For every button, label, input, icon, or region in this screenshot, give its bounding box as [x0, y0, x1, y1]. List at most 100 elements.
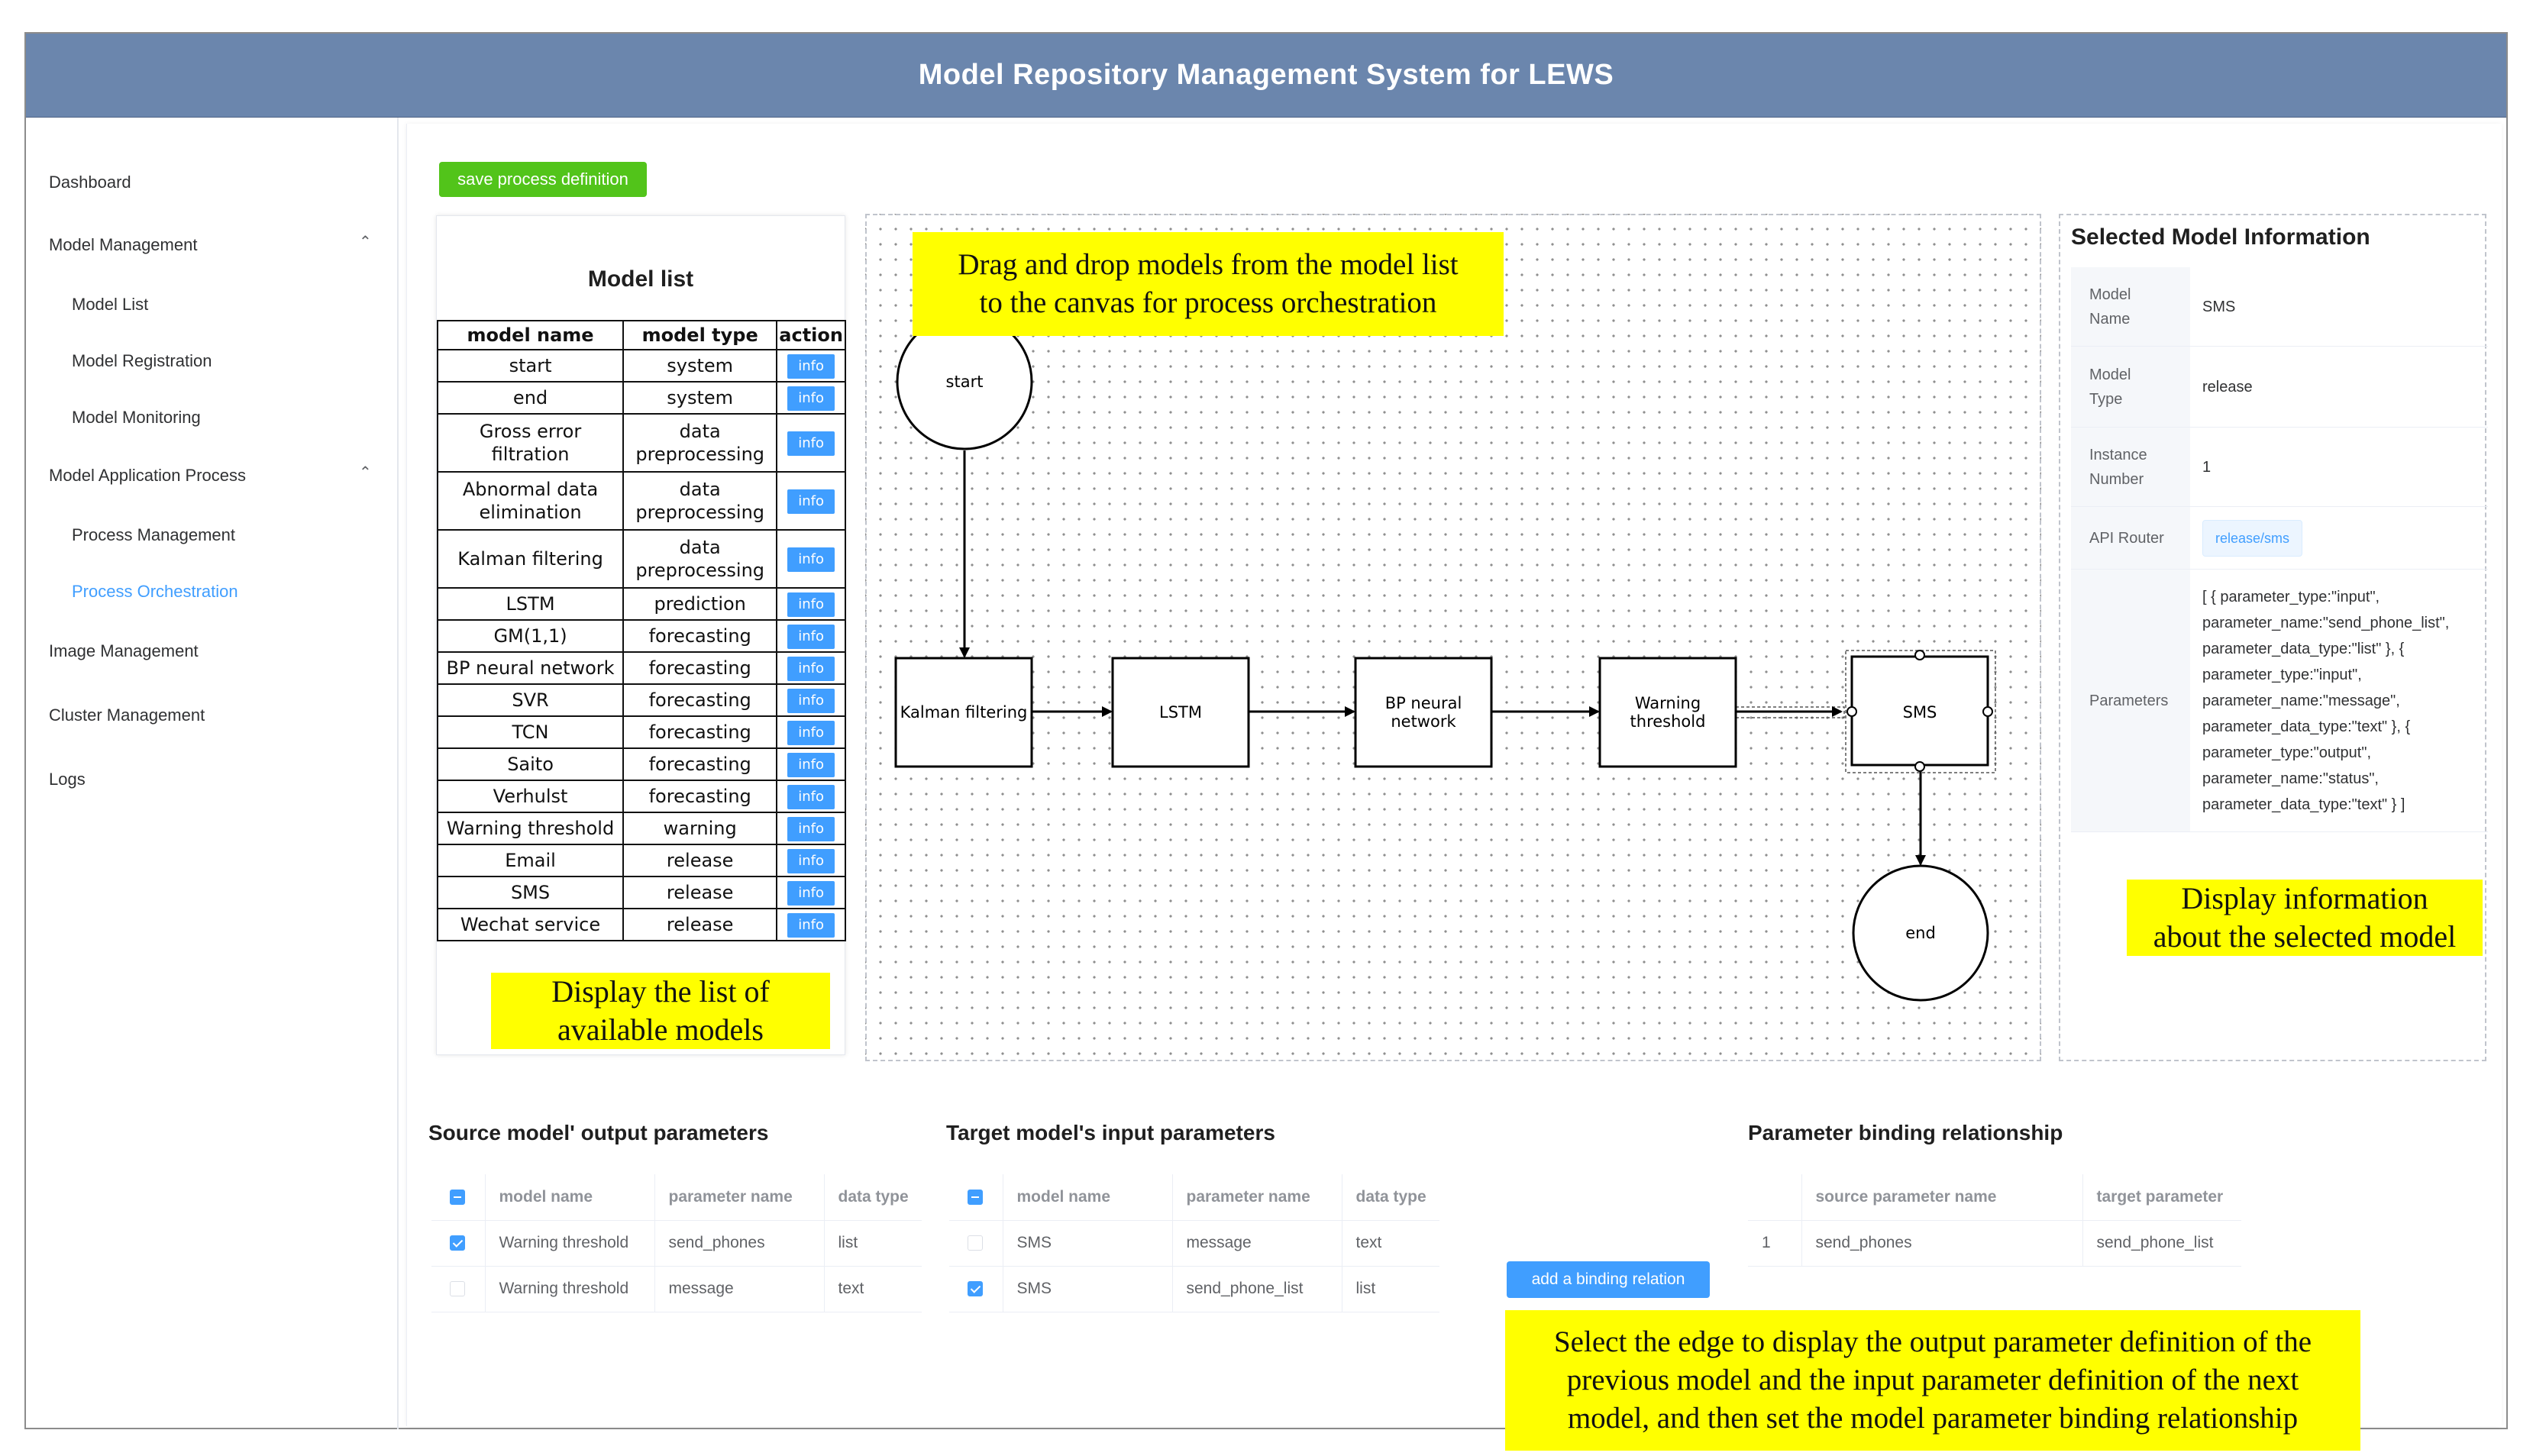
info-button[interactable]: info [787, 913, 835, 938]
model-list-title: Model list [587, 266, 694, 292]
port-top-handle[interactable] [1914, 650, 1925, 660]
info-button[interactable]: info [787, 592, 835, 617]
checkbox-cell [431, 1220, 485, 1267]
info-button[interactable]: info [787, 431, 835, 456]
sidebar-item-process-management[interactable]: Process Management [72, 525, 235, 544]
add-binding-relation-button[interactable]: add a binding relation [1507, 1261, 1710, 1298]
info-label: API Router [2071, 507, 2190, 569]
model-name-cell: SMS [436, 876, 625, 909]
annotation-line: Drag and drop models from the model list [958, 248, 1459, 281]
row-checkbox[interactable] [968, 1281, 983, 1297]
info-button[interactable]: info [787, 657, 835, 681]
row-checkbox[interactable] [968, 1235, 983, 1251]
info-button[interactable]: info [787, 721, 835, 745]
model-name-cell: LSTM [436, 587, 625, 621]
checkbox-cell [949, 1266, 1003, 1312]
info-button[interactable]: info [787, 817, 835, 841]
chevron-up-icon[interactable]: ⌃ [359, 234, 372, 250]
node-sms[interactable]: SMS [1845, 650, 1996, 773]
sidebar-item-model-application-process[interactable]: Model Application Process [49, 466, 247, 485]
sidebar-item-model-monitoring[interactable]: Model Monitoring [72, 408, 201, 427]
annotation-line: Display information [2181, 881, 2428, 915]
node-lstm[interactable]: LSTM [1111, 657, 1250, 768]
sidebar-item-process-orchestration[interactable]: Process Orchestration [72, 582, 238, 601]
sidebar-item-model-registration[interactable]: Model Registration [72, 351, 212, 370]
info-button[interactable]: info [787, 753, 835, 777]
row-checkbox[interactable] [450, 1235, 465, 1251]
annotation-line: previous model and the input parameter d… [1566, 1364, 2299, 1396]
select-all-checkbox[interactable] [450, 1190, 465, 1206]
model-name-cell: Warning threshold [484, 1220, 654, 1267]
sidebar-item-cluster-management[interactable]: Cluster Management [49, 705, 205, 725]
node-kalman-filtering[interactable]: Kalman filtering [894, 657, 1033, 768]
column-header: parameter name [1171, 1174, 1342, 1221]
main-content: save process definition Model list model… [406, 124, 2502, 1451]
model-name-cell: Gross error filtration [436, 413, 625, 473]
info-button[interactable]: info [787, 785, 835, 809]
binding-table: source parameter name target parameter 1… [1748, 1174, 2241, 1267]
info-button[interactable]: info [787, 547, 835, 572]
port-left-handle[interactable] [1846, 706, 1857, 717]
info-button[interactable]: info [787, 354, 835, 379]
info-button[interactable]: info [787, 489, 835, 514]
data-type-cell: list [823, 1220, 922, 1267]
info-button[interactable]: info [787, 849, 835, 873]
sidebar-item-image-management[interactable]: Image Management [49, 641, 199, 660]
model-name-cell: Abnormal data elimination [436, 471, 625, 531]
sidebar-item-dashboard[interactable]: Dashboard [49, 173, 131, 192]
node-start[interactable]: start [896, 313, 1033, 450]
port-bottom-handle[interactable] [1914, 761, 1925, 772]
node-end[interactable]: end [1852, 864, 1989, 1002]
node-bp-neural-network[interactable]: BP neural network [1354, 657, 1493, 768]
save-process-definition-button[interactable]: save process definition [439, 162, 647, 197]
model-type-cell: system [622, 381, 778, 415]
chevron-up-icon[interactable]: ⌃ [359, 464, 372, 481]
sidebar-item-model-list[interactable]: Model List [72, 295, 149, 314]
info-label-line: Type [2089, 390, 2123, 408]
info-label-line: Model [2089, 286, 2131, 303]
info-button[interactable]: info [787, 386, 835, 411]
row-checkbox[interactable] [450, 1281, 465, 1297]
sidebar-item-model-management[interactable]: Model Management [49, 235, 198, 254]
info-value: 1 [2202, 458, 2212, 476]
checkbox-cell [949, 1220, 1003, 1267]
info-button[interactable]: info [787, 881, 835, 906]
info-label-line: Number [2089, 470, 2144, 488]
node-warning-threshold[interactable]: Warning threshold [1598, 657, 1737, 768]
port-right-handle[interactable] [1982, 706, 1993, 717]
model-name-cell: TCN [436, 715, 625, 749]
parameters-line: [ { parameter_type:"input", [2202, 588, 2380, 605]
model-name-cell: SMS [1002, 1266, 1172, 1312]
info-button[interactable]: info [787, 625, 835, 649]
info-button[interactable]: info [787, 689, 835, 713]
select-all-checkbox[interactable] [968, 1190, 983, 1206]
orchestration-canvas[interactable]: start Kalman filtering LSTM BP neural ne… [865, 214, 2041, 1061]
model-type-cell: data preprocessing [622, 529, 778, 589]
sidebar-item-logs[interactable]: Logs [49, 770, 86, 789]
flow-diagram[interactable]: start Kalman filtering LSTM BP neural ne… [867, 215, 2040, 1060]
parameter-name-cell: send_phone_list [1171, 1266, 1342, 1312]
